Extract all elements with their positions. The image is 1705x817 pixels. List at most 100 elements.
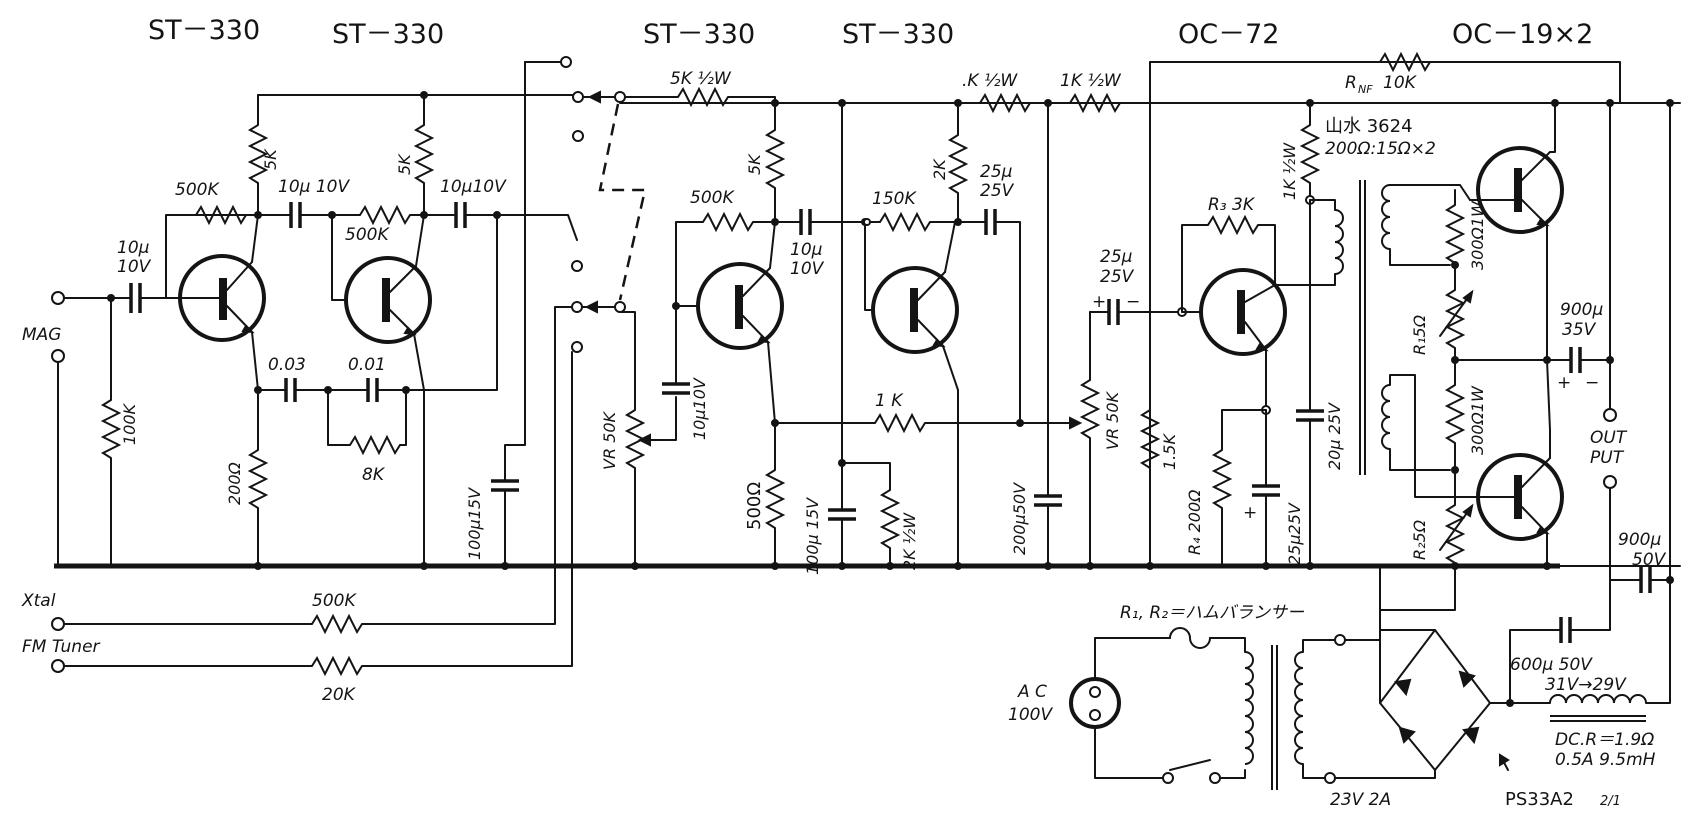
resistor-icon	[1444, 204, 1466, 264]
svg-text:100μ 15V: 100μ 15V	[803, 497, 822, 575]
svg-text:25V: 25V	[980, 181, 1015, 201]
mag-terminal[interactable]	[51, 291, 65, 305]
svg-text:200Ω: 200Ω	[225, 461, 244, 505]
resistor-icon	[247, 124, 269, 184]
svg-text:0.5A 9.5mH: 0.5A 9.5mH	[1555, 750, 1656, 770]
svg-text:300Ω1W: 300Ω1W	[1468, 385, 1487, 455]
capacitor-icon	[1034, 494, 1062, 507]
svg-text:10K: 10K	[1383, 73, 1418, 93]
diode-icon	[1462, 726, 1480, 745]
svg-text:5K: 5K	[395, 153, 414, 175]
svg-text:0.03: 0.03	[268, 355, 306, 375]
svg-text:500Ω: 500Ω	[744, 482, 765, 530]
header-stage-6: OC－19×2	[1452, 19, 1593, 50]
svg-text:2K ½W: 2K ½W	[900, 512, 919, 570]
resistor-icon	[874, 412, 926, 434]
svg-text:500K: 500K	[690, 188, 735, 208]
svg-text:100K: 100K	[120, 402, 139, 445]
resistor-icon	[1079, 379, 1101, 439]
svg-text:10μ 10V: 10μ 10V	[278, 177, 350, 197]
svg-text:5K: 5K	[745, 153, 764, 175]
svg-text:31V→29V: 31V→29V	[1545, 675, 1627, 695]
svg-text:25μ: 25μ	[1100, 247, 1133, 267]
svg-text:5K ½W: 5K ½W	[670, 69, 732, 89]
xtal-terminal[interactable]	[51, 617, 65, 631]
nf-rail	[1149, 61, 1621, 104]
capacitor-icon	[289, 202, 302, 228]
svg-text:PS33A2: PS33A2	[1505, 789, 1574, 810]
output-terminal-gnd[interactable]	[1603, 475, 1617, 489]
resistor-icon	[349, 434, 401, 456]
resistor-icon	[1444, 289, 1466, 349]
svg-text:+: +	[1557, 373, 1571, 393]
svg-text:8K: 8K	[362, 465, 386, 485]
resistor-icon	[1207, 214, 1259, 236]
svg-text:300Ω1W: 300Ω1W	[1468, 200, 1487, 270]
svg-text:150K: 150K	[872, 189, 917, 209]
resistor-icon	[1444, 384, 1466, 444]
resistor-icon	[947, 134, 969, 194]
svg-text:100V: 100V	[1008, 705, 1053, 725]
svg-text:A C: A C	[1017, 682, 1047, 702]
choke-icon	[1549, 694, 1647, 704]
capacitor-icon	[366, 378, 379, 402]
input-selector-switch[interactable]	[571, 90, 647, 353]
fuse-icon	[1169, 627, 1211, 649]
header-stage-3: ST－330	[643, 19, 755, 50]
fm-terminal[interactable]	[51, 659, 65, 673]
resistor-icon	[359, 204, 411, 226]
svg-text:600μ 50V: 600μ 50V	[1510, 655, 1593, 675]
svg-text:25μ: 25μ	[980, 162, 1013, 182]
svg-text:10μ10V: 10μ10V	[690, 377, 709, 440]
resistor-icon	[677, 86, 729, 108]
svg-text:100μ15V: 100μ15V	[465, 487, 484, 560]
capacitor-icon	[799, 209, 812, 235]
svg-text:OUT: OUT	[1590, 428, 1628, 448]
switch-contact[interactable]	[560, 56, 572, 68]
resistor-icon	[1299, 124, 1321, 184]
svg-text:10μ10V: 10μ10V	[440, 177, 507, 197]
svg-text:Xtal: Xtal	[21, 591, 56, 611]
svg-text:10V: 10V	[117, 257, 152, 277]
resistor-icon	[879, 211, 931, 233]
svg-text:23V 2A: 23V 2A	[1330, 790, 1391, 810]
mag-terminal-gnd[interactable]	[51, 349, 65, 363]
capacitor-icon	[1639, 567, 1652, 593]
svg-text:2/1: 2/1	[1600, 794, 1621, 809]
svg-text:NF: NF	[1358, 83, 1373, 96]
capacitor-icon	[454, 202, 467, 228]
resistor-icon	[764, 469, 786, 529]
svg-text:.K ½W: .K ½W	[962, 71, 1018, 91]
svg-text:200Ω:15Ω×2: 200Ω:15Ω×2	[1325, 139, 1436, 159]
stage-5: VR 50K 25μ 25V + − R₃ 3K 1.5K R₄ 200Ω	[1019, 99, 1344, 570]
capacitor-icon	[1296, 409, 1324, 422]
output-terminal[interactable]	[1603, 408, 1617, 422]
transformer-icon	[1359, 180, 1366, 475]
power-supply: R₁, R₂＝ハムバランサー A C 100V 23V 2A	[1008, 565, 1671, 810]
svg-text:50V: 50V	[1632, 550, 1667, 570]
svg-text:VR 50K: VR 50K	[600, 410, 619, 470]
resistor-icon	[311, 613, 363, 635]
svg-text:1 K: 1 K	[875, 391, 904, 411]
stage-4: 150K 2K 25μ 25V .K ½W 1K ½W	[861, 71, 1122, 570]
transformer-icon	[1244, 651, 1254, 765]
aux-inputs: Xtal 500K FM Tuner 20K	[21, 306, 573, 705]
svg-text:+: +	[1243, 503, 1257, 523]
capacitor-icon	[662, 382, 690, 395]
resistor-icon	[247, 449, 269, 509]
capacitor-icon	[984, 209, 997, 235]
capacitor-icon	[1559, 617, 1572, 643]
resistor-icon	[1069, 92, 1121, 114]
power-switch[interactable]	[1162, 772, 1174, 784]
header-stage-1: ST－330	[148, 15, 260, 46]
capacitor-icon	[1107, 299, 1120, 325]
svg-text:900μ: 900μ	[1560, 300, 1603, 320]
resistor-icon	[311, 655, 363, 677]
capacitor-icon	[284, 378, 297, 402]
resistor-icon	[1211, 449, 1233, 509]
diode-icon	[1394, 678, 1412, 697]
svg-text:1.5K: 1.5K	[1160, 433, 1179, 470]
capacitor-icon	[1569, 347, 1582, 373]
svg-text:200μ50V: 200μ50V	[1010, 482, 1029, 555]
